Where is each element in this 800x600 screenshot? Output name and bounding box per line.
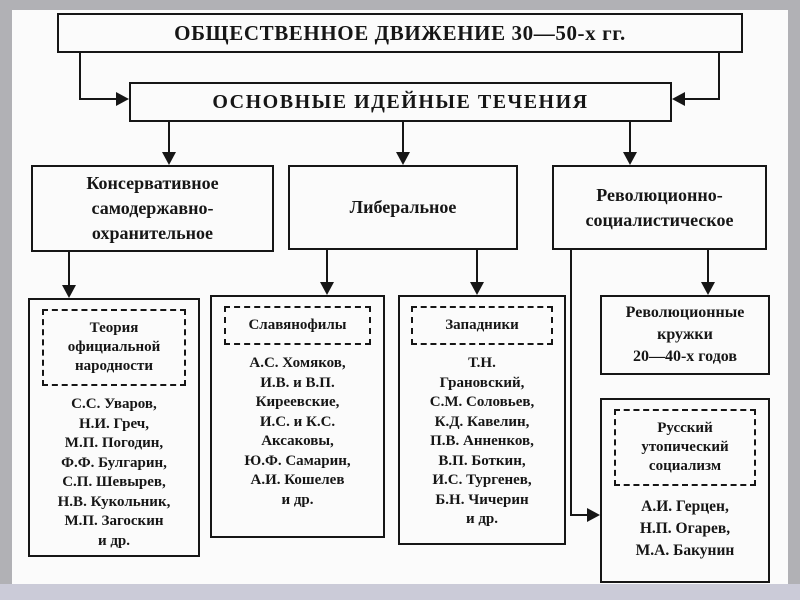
arrow-down-icon	[396, 152, 410, 165]
connector-revolutionary-long-vertical	[570, 250, 572, 516]
connector-conservative-down	[68, 252, 70, 286]
group-slavophiles-box: Славянофилы А.С. Хомяков, И.В. и В.П. Кире…	[210, 295, 385, 538]
member-line: С.П. Шевырев,	[62, 474, 166, 490]
member-line: Н.П. Огарев,	[639, 520, 731, 537]
member-line: Ф.Ф. Булгарин,	[61, 454, 167, 471]
arrow-down-icon	[162, 152, 176, 165]
member-line: М.П. Погодин,	[64, 435, 164, 451]
current-liberal-box: Либеральное	[288, 165, 518, 250]
member-line: Киреевские,	[255, 394, 340, 410]
connector-to-conservative	[168, 122, 170, 153]
member-line: С.С. Уваров,	[71, 396, 157, 412]
connector-revolutionary-to-circles	[707, 250, 709, 283]
title-box: ОБЩЕСТВЕННОЕ ДВИЖЕНИЕ 30—50-х гг.	[57, 13, 743, 53]
group-rev-circles-box: Революционные кружки 20—40-х годов	[600, 295, 770, 375]
official-nationality-members: С.С. Уваров, Н.И. Греч, М.П. Погодин, Ф.Ф. …	[58, 395, 171, 551]
group-official-nationality-box: Теория официальной народности С.С. Уваро…	[28, 298, 200, 557]
member-line: Б.Н. Чичерин	[435, 491, 529, 508]
arrow-down-icon	[320, 282, 334, 295]
group-official-nationality-heading: Теория официальной народности	[41, 309, 187, 386]
connector-to-liberal	[402, 122, 404, 153]
member-line: В.П. Боткин,	[438, 452, 526, 469]
connector-revolutionary-horizontal	[570, 514, 587, 516]
group-slavophiles-heading: Славянофилы	[223, 306, 372, 345]
member-line: Грановский,	[439, 374, 525, 391]
arrow-left-icon	[672, 92, 685, 106]
member-line: А.И. Кошелев	[250, 472, 345, 488]
connector-liberal-to-slavophiles	[326, 250, 328, 283]
connector-title-right-horizontal	[685, 98, 720, 100]
current-conservative-label: Консервативное самодержавно- охранительн…	[86, 173, 219, 243]
connector-to-revolutionary	[629, 122, 631, 153]
main-currents-label: ОСНОВНЫЕ ИДЕЙНЫЕ ТЕЧЕНИЯ	[212, 90, 589, 113]
diagram-title: ОБЩЕСТВЕННОЕ ДВИЖЕНИЕ 30—50-х гг.	[174, 20, 626, 45]
member-line: Аксаковы,	[261, 433, 334, 449]
group-westernizers-box: Западники Т.Н. Грановский, С.М. Соловьев, К…	[398, 295, 566, 545]
member-line: К.Д. Кавелин,	[434, 413, 530, 430]
arrow-right-icon	[116, 92, 129, 106]
group-utopian-socialism-box: Русский утопический социализм А.И. Герце…	[600, 398, 770, 583]
member-line: и др.	[281, 491, 314, 508]
member-line: И.С. Тургенев,	[432, 472, 532, 488]
current-conservative-box: Консервативное самодержавно- охранительн…	[31, 165, 274, 252]
member-line: Т.Н.	[468, 355, 496, 371]
group-westernizers-heading: Западники	[411, 306, 553, 345]
member-line: А.И. Герцен,	[641, 498, 729, 515]
current-revolutionary-label: Революционно- социалистическое	[585, 184, 734, 230]
member-line: М.П. Загоскин	[64, 513, 164, 529]
bottom-border-strip	[0, 584, 800, 600]
member-line: С.М. Соловьев,	[429, 394, 535, 410]
arrow-down-icon	[701, 282, 715, 295]
arrow-down-icon	[623, 152, 637, 165]
member-line: Ю.Ф. Самарин,	[244, 452, 351, 469]
main-currents-box: ОСНОВНЫЕ ИДЕЙНЫЕ ТЕЧЕНИЯ	[129, 82, 672, 122]
current-revolutionary-box: Революционно- социалистическое	[552, 165, 767, 250]
slavophiles-members: А.С. Хомяков, И.В. и В.П. Киреевские, И.С. …	[244, 354, 350, 510]
arrow-down-icon	[470, 282, 484, 295]
member-line: И.В. и В.П.	[260, 374, 335, 391]
current-liberal-label: Либеральное	[349, 197, 457, 217]
member-line: и др.	[97, 532, 131, 549]
member-line: и др.	[465, 511, 499, 527]
connector-title-left-horizontal	[79, 98, 119, 100]
connector-title-left-vertical	[79, 53, 81, 99]
member-line: А.С. Хомяков,	[249, 355, 346, 371]
arrow-right-icon	[587, 508, 600, 522]
connector-title-right-vertical	[718, 53, 720, 99]
member-line: И.С. и К.С.	[259, 413, 336, 430]
member-line: М.А. Бакунин	[635, 542, 735, 559]
rev-circles-label: Революционные кружки 20—40-х годов	[625, 304, 745, 365]
member-line: П.В. Анненков,	[430, 433, 534, 449]
arrow-down-icon	[62, 285, 76, 298]
utopian-socialism-members: А.И. Герцен, Н.П. Огарев, М.А. Бакунин	[636, 496, 735, 562]
westernizers-members: Т.Н. Грановский, С.М. Соловьев, К.Д. Кавели…	[430, 354, 534, 530]
connector-liberal-to-westernizers	[476, 250, 478, 283]
member-line: Н.В. Кукольник,	[57, 493, 171, 510]
group-utopian-socialism-heading: Русский утопический социализм	[613, 409, 757, 486]
member-line: Н.И. Греч,	[78, 415, 149, 432]
